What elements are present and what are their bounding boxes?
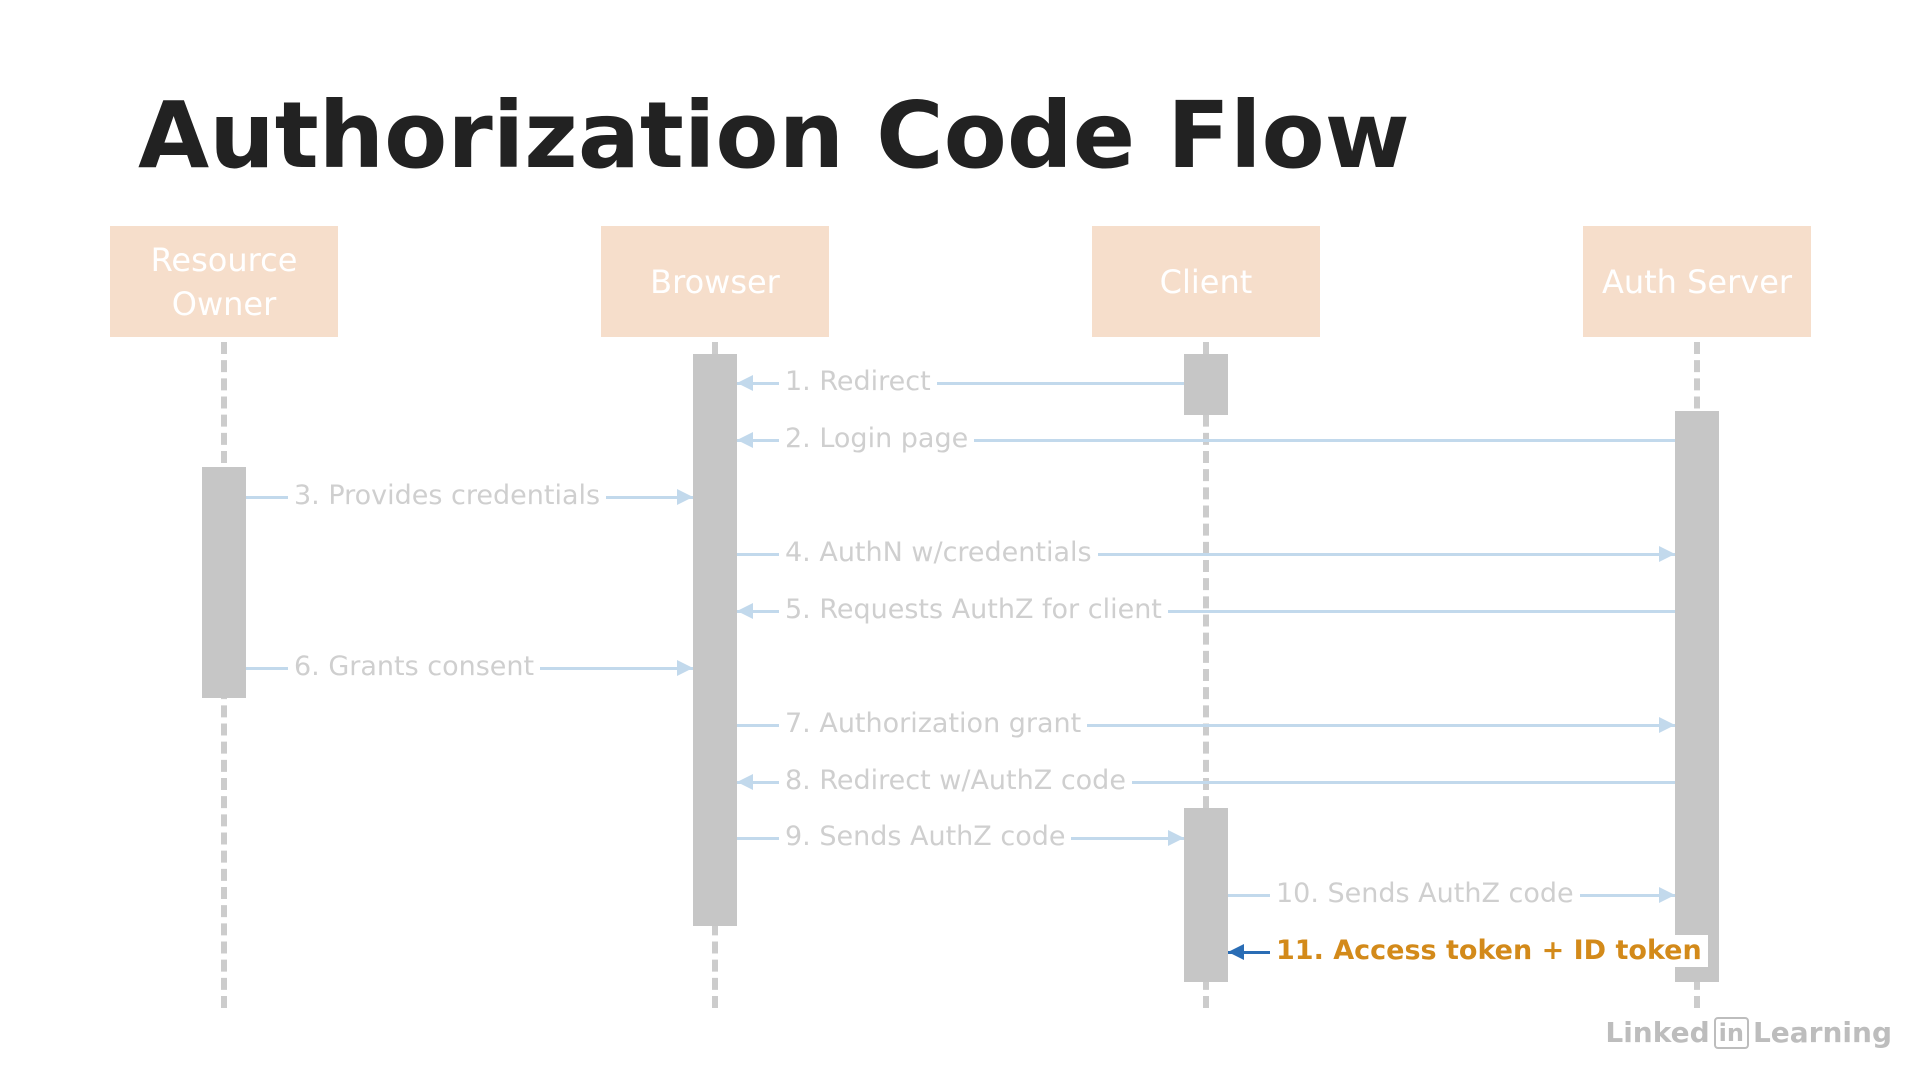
activation-client-2: [1184, 808, 1228, 982]
linkedin-learning-watermark: Linked in Learning: [1605, 1016, 1892, 1049]
message-line-8: [737, 781, 1675, 784]
watermark-text-linked: Linked: [1605, 1016, 1710, 1049]
activation-browser: [693, 354, 737, 926]
activation-client-1: [1184, 354, 1228, 415]
arrowhead-icon: [737, 375, 753, 391]
participant-client: Client: [1092, 226, 1320, 337]
message-label-6: 6. Grants consent: [288, 651, 541, 683]
arrowhead-icon: [1659, 546, 1675, 562]
slide-title: Authorization Code Flow: [138, 82, 1410, 189]
message-line-4: [737, 553, 1675, 556]
message-line-1: [737, 382, 1184, 385]
arrowhead-icon: [737, 432, 753, 448]
participant-label: Browser: [650, 262, 780, 301]
arrowhead-icon: [1228, 944, 1244, 960]
participant-label: Resource Owner: [150, 240, 298, 323]
activation-auth-server: [1675, 411, 1719, 982]
arrowhead-icon: [677, 660, 693, 676]
arrowhead-icon: [737, 774, 753, 790]
arrowhead-icon: [1168, 830, 1184, 846]
participant-browser: Browser: [601, 226, 829, 337]
participant-label: Auth Server: [1601, 262, 1793, 301]
message-label-9: 9. Sends AuthZ code: [779, 821, 1072, 853]
message-label-8: 8. Redirect w/AuthZ code: [779, 765, 1132, 797]
activation-resource-owner: [202, 467, 246, 698]
message-label-5: 5. Requests AuthZ for client: [779, 594, 1168, 626]
watermark-text-learning: Learning: [1752, 1016, 1892, 1049]
message-label-1: 1. Redirect: [779, 366, 937, 398]
message-label-2: 2. Login page: [779, 423, 975, 455]
linkedin-logo-icon: in: [1713, 1016, 1749, 1049]
message-label-7: 7. Authorization grant: [779, 708, 1088, 740]
message-label-3: 3. Provides credentials: [288, 480, 607, 512]
message-line-7: [737, 724, 1675, 727]
message-label-4: 4. AuthN w/credentials: [779, 537, 1098, 569]
message-line-5: [737, 610, 1675, 613]
participant-auth-server: Auth Server: [1583, 226, 1811, 337]
arrowhead-icon: [1659, 887, 1675, 903]
participant-resource-owner: Resource Owner: [110, 226, 338, 337]
arrowhead-icon: [737, 603, 753, 619]
message-label-11: 11. Access token + ID token: [1270, 935, 1708, 967]
arrowhead-icon: [677, 489, 693, 505]
arrowhead-icon: [1659, 717, 1675, 733]
participant-label: Client: [1159, 262, 1253, 301]
message-label-10: 10. Sends AuthZ code: [1270, 878, 1580, 910]
message-line-2: [737, 439, 1675, 442]
lifeline-client: [1203, 342, 1209, 1008]
